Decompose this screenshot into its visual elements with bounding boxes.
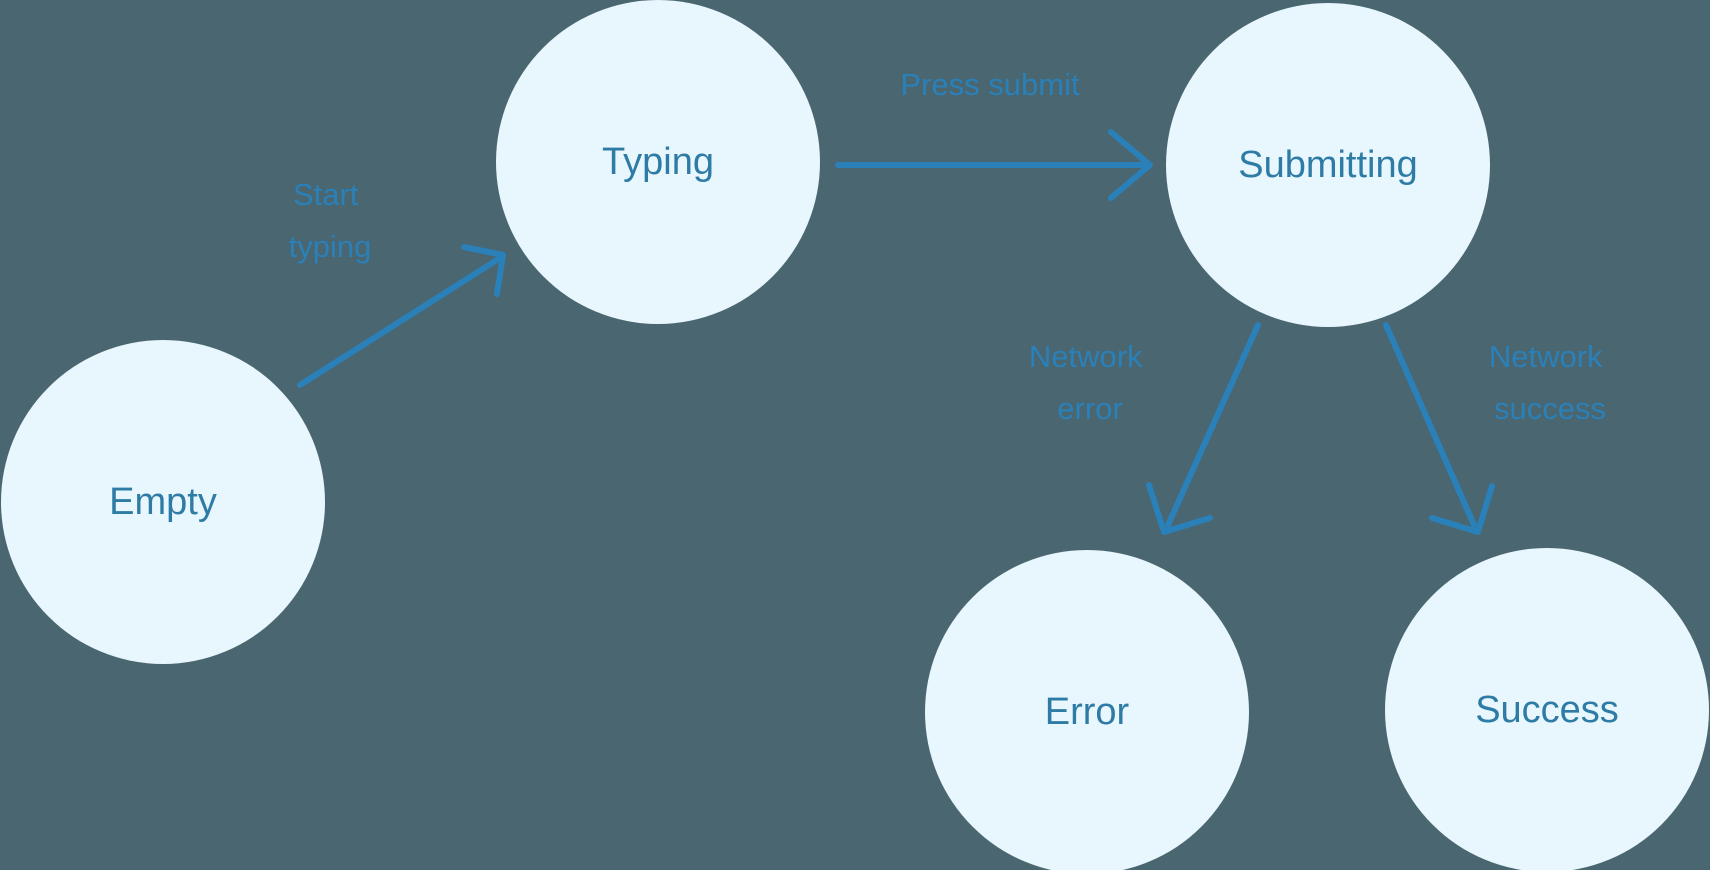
node-submitting-label: Submitting xyxy=(1238,144,1418,186)
edge-label-line: error xyxy=(1057,391,1122,426)
edge-empty-to-typing-arrowhead xyxy=(461,244,506,297)
edge-submitting-to-error-label: Network error xyxy=(1029,339,1151,426)
edge-submitting-to-error-line xyxy=(1165,322,1261,528)
node-error[interactable]: Error xyxy=(925,550,1249,870)
edge-submitting-to-success-line xyxy=(1383,322,1477,528)
edge-empty-to-typing: Start typing xyxy=(289,177,506,388)
node-submitting-circle[interactable] xyxy=(1166,3,1490,327)
edge-empty-to-typing-line xyxy=(297,255,503,388)
node-typing[interactable]: Typing xyxy=(496,0,820,324)
edge-label-line: Network xyxy=(1489,339,1603,374)
edge-typing-to-submitting-arrowhead xyxy=(1108,129,1153,201)
edge-submitting-to-success-label: Network success xyxy=(1489,339,1611,426)
edge-submitting-to-error: Network error xyxy=(1029,322,1261,535)
node-error-circle[interactable] xyxy=(925,550,1249,870)
edge-label-line: Press submit xyxy=(900,67,1080,102)
edge-typing-to-submitting: Press submit xyxy=(835,67,1153,201)
node-success-circle[interactable] xyxy=(1385,548,1709,870)
edge-submitting-to-success-arrowhead xyxy=(1429,483,1495,535)
edge-typing-to-submitting-label: Press submit xyxy=(900,67,1080,102)
edge-label-line: typing xyxy=(289,229,372,264)
node-empty[interactable]: Empty xyxy=(1,340,325,664)
edge-submitting-to-success: Network success xyxy=(1383,322,1611,535)
edge-submitting-to-error-arrowhead xyxy=(1146,482,1213,535)
node-typing-circle[interactable] xyxy=(496,0,820,324)
node-error-label: Error xyxy=(1045,691,1130,733)
node-typing-label: Typing xyxy=(602,141,714,183)
edge-label-line: Network xyxy=(1029,339,1143,374)
node-success[interactable]: Success xyxy=(1385,548,1709,870)
node-submitting[interactable]: Submitting xyxy=(1166,3,1490,327)
edge-empty-to-typing-label: Start typing xyxy=(289,177,372,264)
edge-label-line: Start xyxy=(293,177,359,212)
node-empty-label: Empty xyxy=(109,481,217,523)
node-empty-circle[interactable] xyxy=(1,340,325,664)
node-success-label: Success xyxy=(1475,689,1619,731)
edge-label-line: success xyxy=(1494,391,1606,426)
